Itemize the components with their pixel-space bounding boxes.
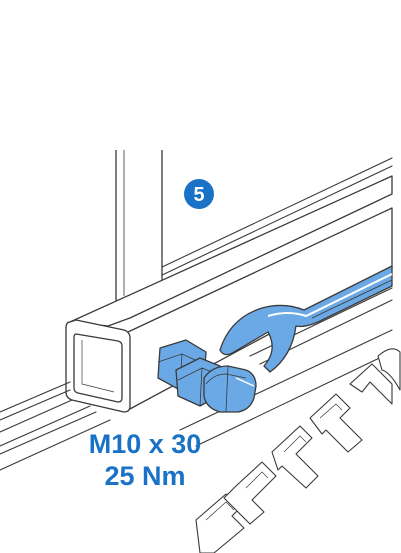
bolt-assembly <box>157 339 257 413</box>
fastener-torque: 25 Nm <box>104 461 186 491</box>
embossed-plate-marking <box>195 348 401 553</box>
step-number: 5 <box>193 184 204 206</box>
fastener-size: M10 x 30 <box>88 429 202 459</box>
step-badge: 5 <box>184 179 214 209</box>
fastener-spec: M10 x 30 25 Nm <box>70 428 220 492</box>
bolt-icon <box>175 357 257 413</box>
wrench-icon <box>219 265 393 373</box>
